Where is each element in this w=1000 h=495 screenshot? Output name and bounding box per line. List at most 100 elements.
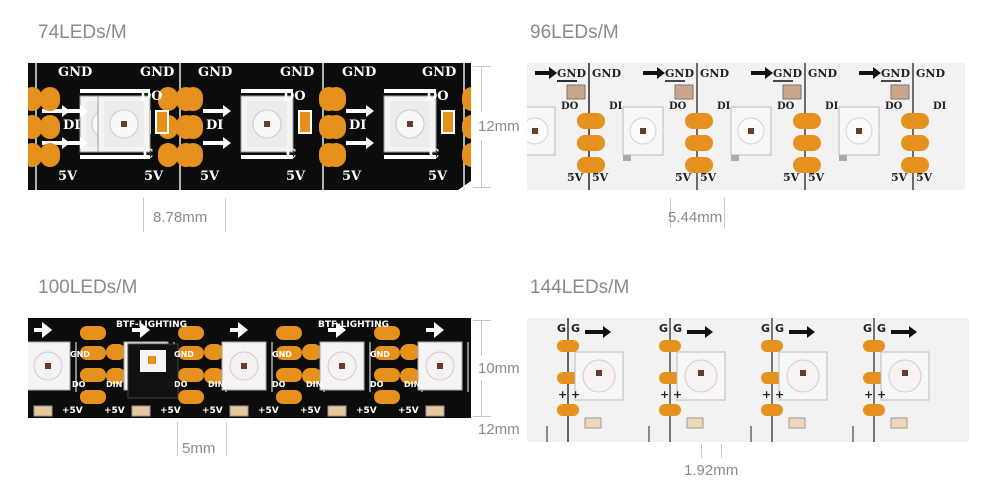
gnd-label: GND xyxy=(881,67,910,80)
5v-label: 5V xyxy=(916,171,933,184)
spacing-dimension-line xyxy=(225,198,226,232)
brand-label: BTF-LIGHTING xyxy=(318,320,390,330)
5v-label: +5V xyxy=(160,406,181,416)
di-label: DI xyxy=(933,101,947,112)
panel-title-74: 74LEDs/M xyxy=(38,22,127,43)
gnd-label: GND xyxy=(280,65,315,80)
gnd-label: GND xyxy=(174,350,194,359)
plus-label: + xyxy=(673,388,683,401)
led-strip-144: G G G G G G G G + + + + + + + + xyxy=(527,318,969,442)
plus-label: + xyxy=(762,388,772,401)
5v-label: 5V xyxy=(342,169,362,184)
led-strip-144-graphic xyxy=(527,318,969,442)
di-label: DI xyxy=(609,101,623,112)
g-label: G xyxy=(659,322,669,335)
plus-label: + xyxy=(660,388,670,401)
do-label: DO xyxy=(174,380,188,389)
gnd-label: GND xyxy=(272,350,292,359)
panel-title-144: 144LEDs/M xyxy=(530,277,630,298)
width-dimension-line xyxy=(481,66,482,112)
plus-label: + xyxy=(558,388,568,401)
do-label: DO xyxy=(370,380,384,389)
width-dimension-line xyxy=(473,66,491,67)
spacing-dimension-line xyxy=(701,444,702,458)
panel-title-100: 100LEDs/M xyxy=(38,277,138,298)
5v-label: 5V xyxy=(286,169,306,184)
5v-label: 5V xyxy=(58,169,78,184)
gnd-label: GND xyxy=(557,67,586,80)
led-spacing-label: 1.92mm xyxy=(684,462,739,479)
do-label: DO xyxy=(669,101,687,112)
led-strip-96: GND GND GND GND GND GND GND GND DO DI DO… xyxy=(527,63,969,190)
5v-label: 5V xyxy=(144,169,164,184)
plus-label: + xyxy=(877,388,887,401)
g-label: G xyxy=(557,322,567,335)
panel-title-96: 96LEDs/M xyxy=(530,22,619,43)
g-label: G xyxy=(761,322,771,335)
do-label: DO xyxy=(272,380,286,389)
spacing-dimension-line xyxy=(177,422,178,456)
do-label: DO xyxy=(777,101,795,112)
do-label: DO xyxy=(561,101,579,112)
5v-label: +5V xyxy=(202,406,223,416)
di-label: DI xyxy=(206,118,224,133)
led-spacing-label: 5.44mm xyxy=(668,209,723,226)
do-label: DO xyxy=(72,380,86,389)
width-dimension-line xyxy=(473,187,491,188)
gnd-label: GND xyxy=(58,65,93,80)
g-label: G xyxy=(775,322,785,335)
5v-label: +5V xyxy=(258,406,279,416)
width-dimension-line xyxy=(473,320,491,321)
di-label: DI xyxy=(349,118,367,133)
do-label: DO xyxy=(885,101,903,112)
g-label: G xyxy=(673,322,683,335)
g-label: G xyxy=(863,322,873,335)
5v-label: 5V xyxy=(200,169,220,184)
gnd-label: GND xyxy=(665,67,694,80)
led-strip-100-graphic xyxy=(28,318,471,418)
do-label: DO xyxy=(140,89,163,104)
spacing-dimension-line xyxy=(670,198,671,228)
5v-label: 5V xyxy=(783,171,800,184)
din-label: DIN xyxy=(306,380,323,389)
gnd-label: GND xyxy=(916,67,945,80)
5v-label: 5V xyxy=(700,171,717,184)
width-dimension-line xyxy=(473,416,491,417)
di-label: DI xyxy=(825,101,839,112)
din-label: DIN xyxy=(404,380,421,389)
width-dimension-line xyxy=(481,140,482,187)
spacing-dimension-line xyxy=(724,198,725,228)
gnd-label: GND xyxy=(773,67,802,80)
led-strip-74-graphic xyxy=(28,63,471,190)
din-label: DIN xyxy=(106,380,123,389)
spacing-dimension-line xyxy=(226,422,227,456)
5v-label: 5V xyxy=(567,171,584,184)
plus-label: + xyxy=(571,388,581,401)
gnd-label: GND xyxy=(592,67,621,80)
led-spacing-label: 5mm xyxy=(182,440,216,457)
width-dimension-line xyxy=(481,320,482,356)
5v-label: 5V xyxy=(891,171,908,184)
strip-width-label: 10mm xyxy=(478,360,520,377)
gnd-label: GND xyxy=(198,65,233,80)
c-label: C xyxy=(429,147,440,162)
spacing-dimension-line xyxy=(143,198,144,232)
c-label: C xyxy=(143,147,154,162)
gnd-label: GND xyxy=(370,350,390,359)
do-label: DO xyxy=(426,89,449,104)
5v-label: +5V xyxy=(356,406,377,416)
g-label: G xyxy=(877,322,887,335)
di-label: DI xyxy=(63,118,81,133)
gnd-label: GND xyxy=(70,350,90,359)
5v-label: +5V xyxy=(398,406,419,416)
5v-label: 5V xyxy=(675,171,692,184)
led-strip-100: BTF-LIGHTING BTF-LIGHTING GND GND GND GN… xyxy=(28,318,471,418)
gnd-label: GND xyxy=(342,65,377,80)
5v-label: +5V xyxy=(300,406,321,416)
5v-label: 5V xyxy=(592,171,609,184)
5v-label: 5V xyxy=(808,171,825,184)
5v-label: +5V xyxy=(104,406,125,416)
gnd-label: GND xyxy=(140,65,175,80)
brand-label: BTF-LIGHTING xyxy=(116,320,188,330)
5v-label: 5V xyxy=(428,169,448,184)
